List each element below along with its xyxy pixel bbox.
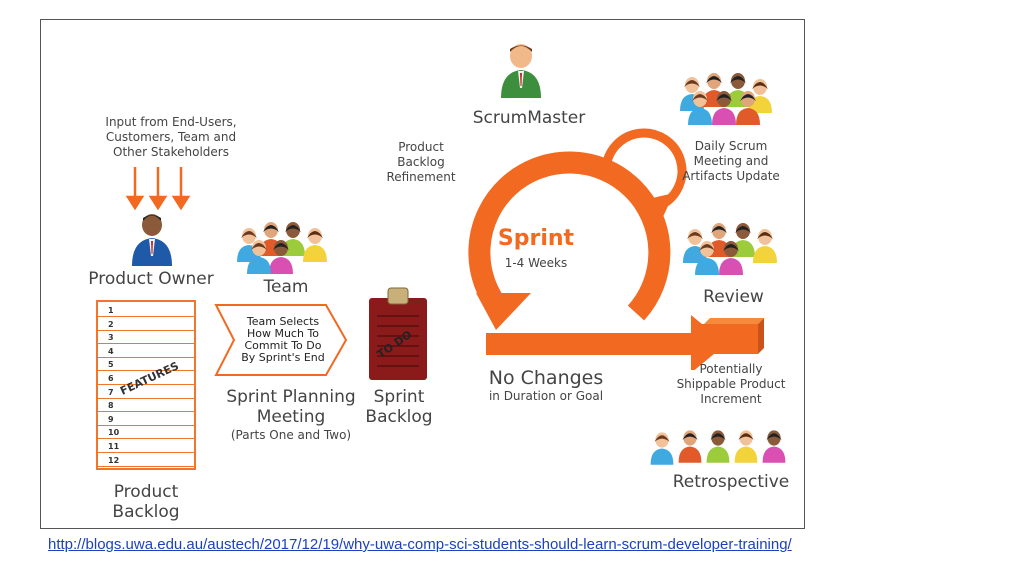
parts-label: (Parts One and Two)	[230, 428, 352, 442]
person-icon	[269, 240, 293, 274]
backlog-item: 1	[98, 304, 194, 317]
backlog-item: 4	[98, 345, 194, 358]
person-icon	[762, 430, 786, 463]
no-changes-sub: in Duration or Goal	[488, 389, 604, 403]
backlog-item: 6	[98, 372, 194, 385]
backlog-item: 2	[98, 318, 194, 331]
sprint-backlog-label: Sprint Backlog	[365, 387, 433, 427]
retrospective-label: Retrospective	[672, 472, 790, 492]
person-icon	[736, 91, 760, 125]
person-icon	[695, 241, 719, 275]
team-selects-chevron	[214, 304, 348, 376]
daily-scrum-group-icon	[680, 73, 772, 125]
person-icon	[734, 430, 758, 463]
sprint-planning-label: Sprint Planning Meeting	[226, 387, 356, 427]
retrospective-group-icon	[650, 430, 786, 465]
backlog-item: 10	[98, 426, 194, 440]
backlog-item: 5	[98, 358, 194, 372]
diagram-frame: Input from End-Users, Customers, Team an…	[40, 19, 805, 529]
sprint-cycle-graphic	[468, 128, 726, 370]
backlog-item: 11	[98, 440, 194, 453]
backlog-item: 7	[98, 386, 194, 399]
daily-scrum-label: Daily Scrum Meeting and Artifacts Update	[682, 139, 780, 183]
review-group-icon	[683, 223, 777, 275]
person-icon	[712, 91, 736, 125]
review-label: Review	[703, 287, 764, 307]
person-icon	[753, 229, 777, 263]
clipboard-icon	[369, 287, 427, 380]
person-icon	[678, 430, 702, 463]
backlog-item: 3	[98, 331, 194, 345]
increment-label: Potentially Shippable Product Increment	[676, 362, 786, 406]
team-selects-text: Team Selects How Much To Commit To Do By…	[241, 315, 325, 364]
backlog-item: 9	[98, 413, 194, 426]
increment-box-icon	[700, 318, 764, 354]
scrummaster-label: ScrumMaster	[472, 108, 586, 128]
scrummaster-icon	[501, 44, 541, 98]
source-link[interactable]: http://blogs.uwa.edu.au/austech/2017/12/…	[48, 536, 792, 553]
person-icon	[719, 241, 743, 275]
backlog-item: 12	[98, 454, 194, 467]
backlog-item: 8	[98, 399, 194, 413]
team-group-icon	[237, 222, 327, 274]
product-backlog-label: Product Backlog	[112, 482, 180, 522]
person-icon	[247, 240, 271, 274]
product-owner-icon	[132, 214, 172, 266]
no-changes-label: No Changes	[488, 367, 604, 389]
person-icon	[650, 432, 674, 465]
input-text: Input from End-Users, Customers, Team an…	[105, 115, 237, 159]
backlog-refinement-label: Product Backlog Refinement	[386, 140, 456, 184]
person-icon	[303, 228, 327, 262]
team-label: Team	[263, 277, 309, 297]
sprint-title: Sprint	[497, 226, 575, 251]
person-icon	[706, 430, 730, 463]
input-arrows	[125, 167, 191, 210]
product-owner-label: Product Owner	[88, 269, 214, 289]
sprint-duration: 1-4 Weeks	[504, 256, 568, 270]
person-icon	[688, 91, 712, 125]
